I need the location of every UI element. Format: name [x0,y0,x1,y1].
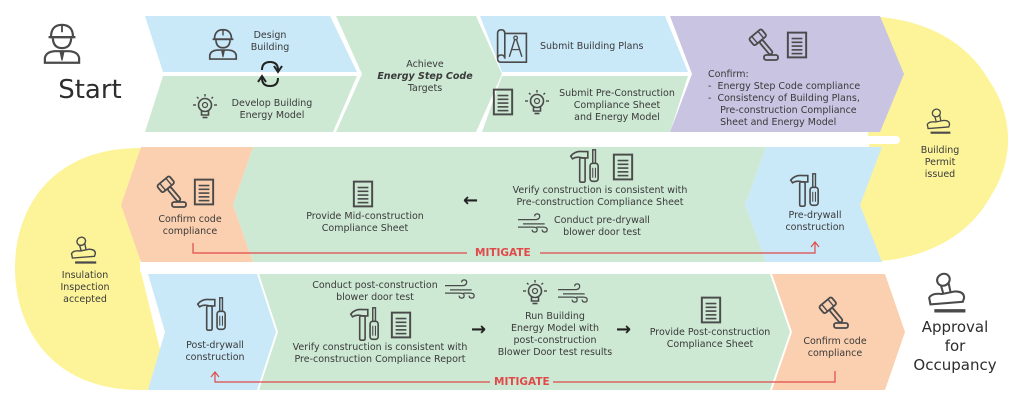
confirm-code-orange-chevron-2 [772,274,905,390]
permit-yellow-semicircle [830,16,1005,262]
mitigate-label-row3: MITIGATE [494,376,550,388]
confirm-title: Confirm: [708,69,749,80]
approval-stamp-icon [927,272,968,313]
submit-plans-label: Submit Building Plans [540,41,644,52]
submit-plans-chevron [480,16,688,72]
achieve-targets-chevron [336,16,502,132]
start-worker-icon [43,23,81,64]
start-label: Start [58,75,122,105]
post-verify-green-chevron [259,274,790,390]
confirm-purple-chevron [670,16,904,132]
cycle-arrows-icon [257,60,283,88]
confirm-code-orange-chevron [121,147,253,262]
left-arrow-icon: ← [463,190,479,211]
submit-precon-chevron [482,76,688,132]
mitigate-line-row2 [192,243,816,254]
confirm-bullets: - Energy Step Code compliance - Consiste… [708,81,861,128]
mitigate-label-row2: MITIGATE [475,247,531,259]
post-drywall-chevron [148,274,276,390]
right-arrow-icon-2: → [616,319,632,340]
right-arrow-icon-1: → [471,319,487,340]
mitigate-line-row3 [214,371,836,383]
design-building-chevron [145,16,357,72]
develop-model-chevron [145,76,357,132]
